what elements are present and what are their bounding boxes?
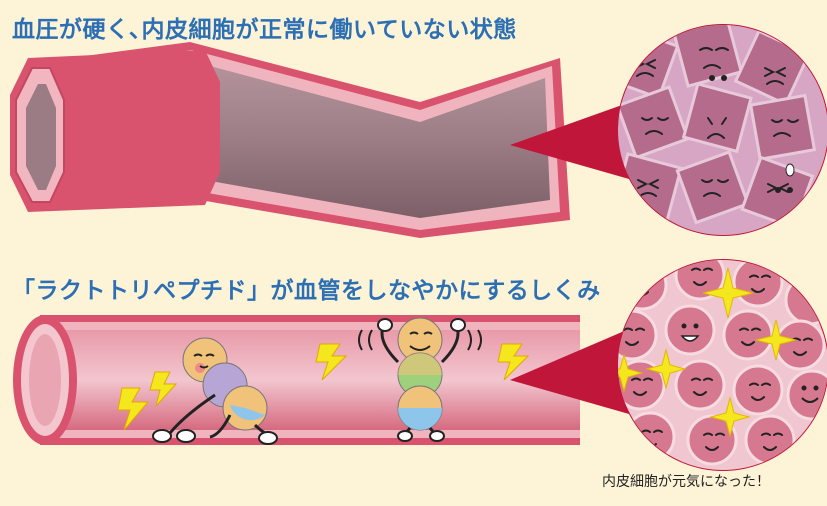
stiff-vessel: [10, 42, 570, 238]
supple-magnified-cells: [606, 251, 827, 485]
stiff-magnified-cells: [607, 19, 827, 250]
endothelial-cells-caption: 内皮細胞が元気になった！: [602, 471, 770, 491]
supple-vessel: [13, 315, 580, 445]
